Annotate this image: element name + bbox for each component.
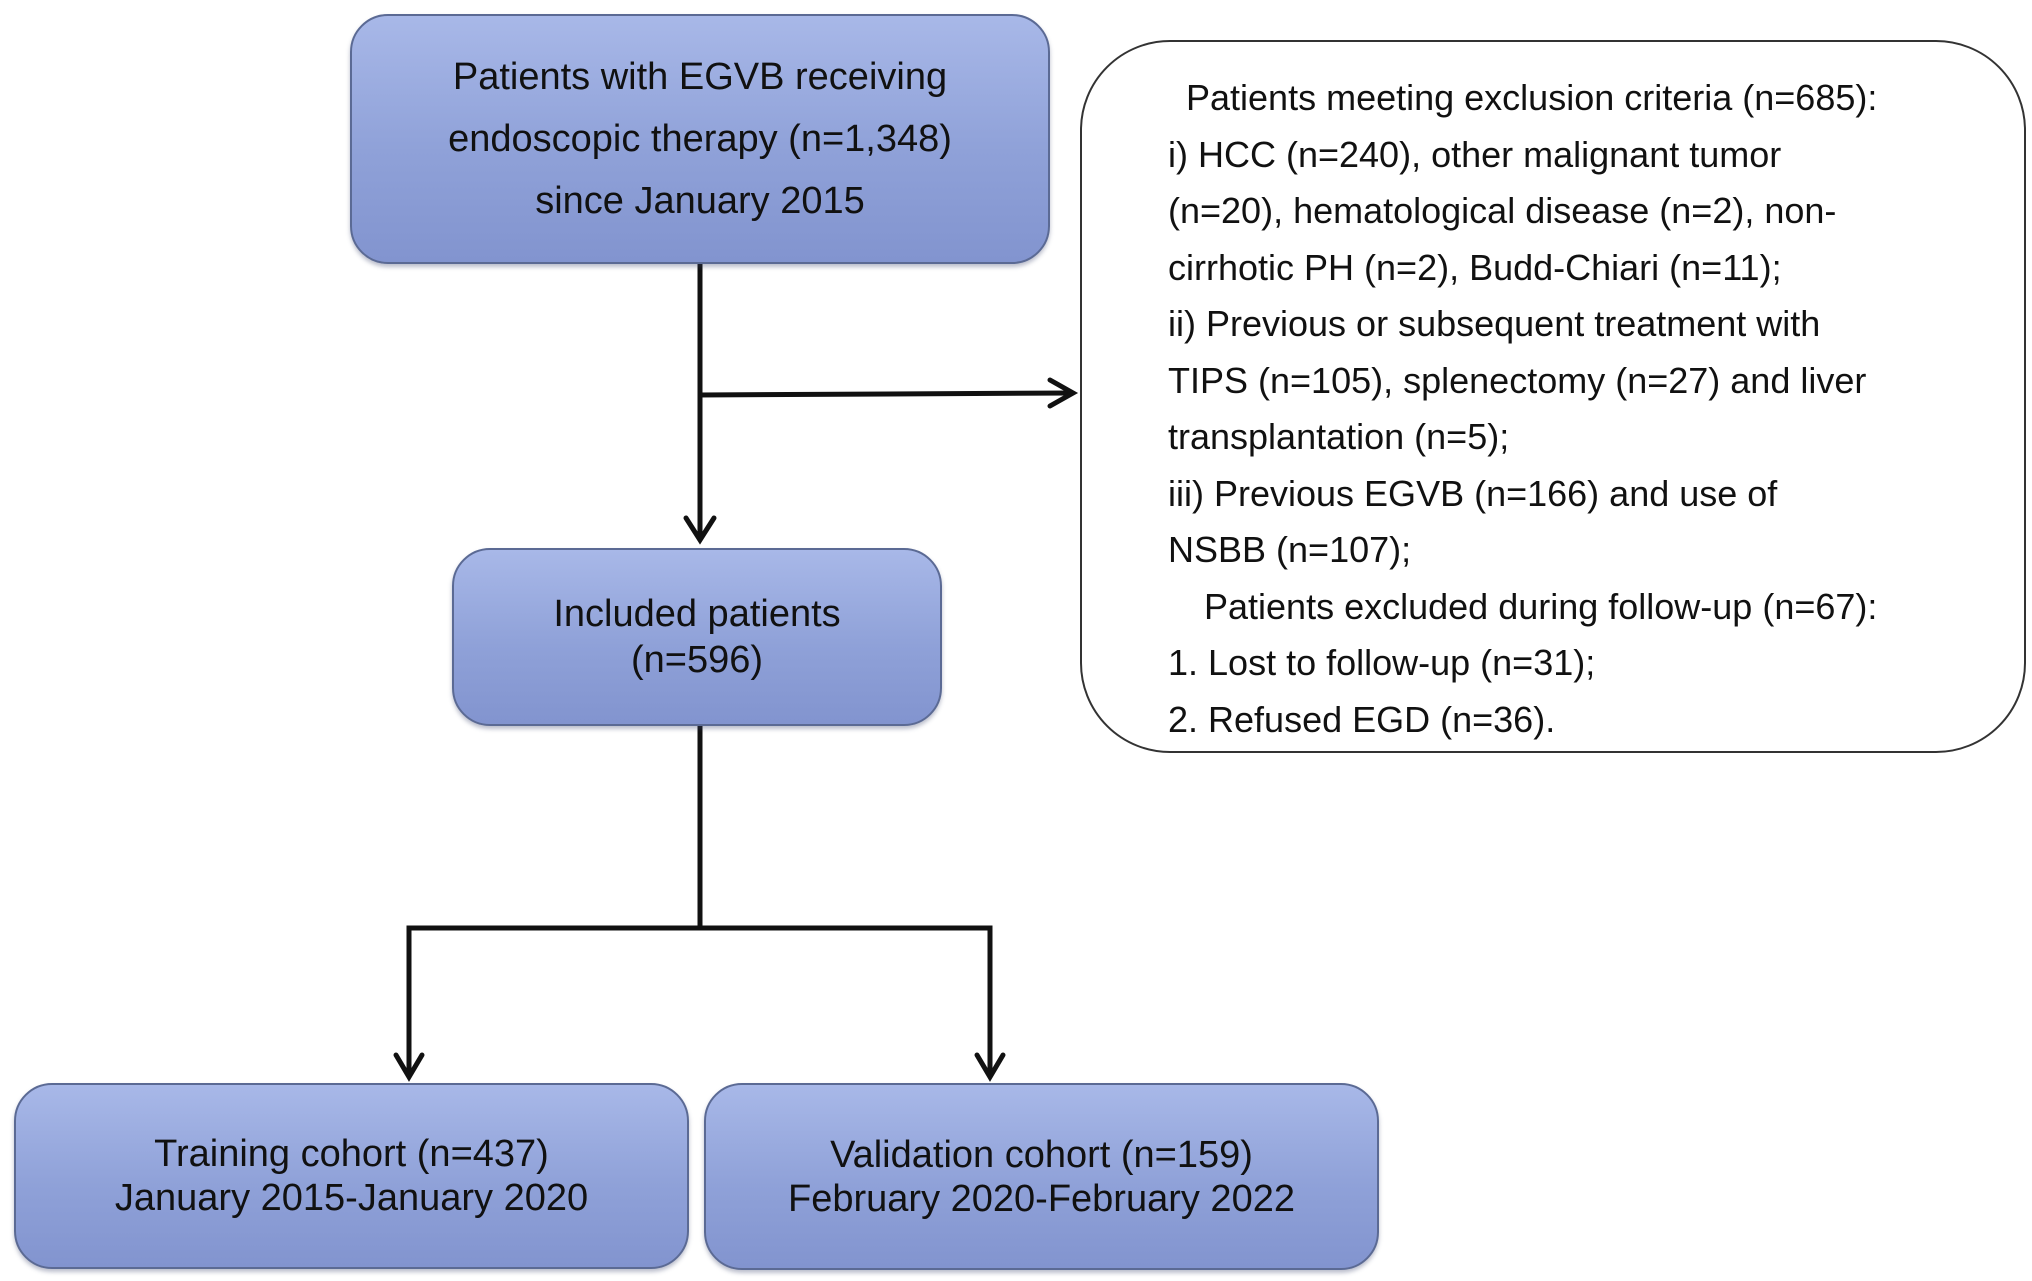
arrowhead-training — [393, 1052, 425, 1082]
top-box-line-3: since January 2015 — [535, 180, 865, 222]
validation-box-line-1: Validation cohort (n=159) — [830, 1133, 1253, 1176]
exclusion-line-2: i) HCC (n=240), other malignant tumor — [1168, 133, 1782, 175]
exclusion-line-3: (n=20), hematological disease (n=2), non… — [1168, 190, 1837, 231]
exclusion-line-5: ii) Previous or subsequent treatment wit… — [1168, 303, 1821, 344]
included-box-line-2: (n=596) — [630, 639, 764, 681]
top-box-line-2: endoscopic therapy (n=1,348) — [448, 118, 952, 160]
exclusion-line-8: iii) Previous EGVB (n=166) and use of — [1168, 472, 1778, 514]
exclusion-line-4: cirrhotic PH (n=2), Budd-Chiari (n=11); — [1168, 246, 1782, 288]
arrowhead-validation — [974, 1052, 1006, 1082]
exclusion-line-7: transplantation (n=5); — [1168, 416, 1510, 457]
arrowhead-included — [683, 515, 717, 545]
exclusion-line-11: 1. Lost to follow-up (n=31); — [1168, 642, 1596, 683]
validation-box-line-2: February 2020-February 2022 — [788, 1177, 1295, 1220]
box-patients-egvb: Patients with EGVB receiving endoscopic … — [350, 14, 1050, 264]
exclusion-line-10: Patients excluded during follow-up (n=67… — [1204, 585, 1878, 627]
arrow-to-exclusion — [697, 390, 1073, 398]
included-box-line-1: Included patients — [553, 593, 841, 635]
training-box-line-1: Training cohort (n=437) — [154, 1133, 549, 1175]
box-included-patients: Included patients (n=596) — [452, 548, 942, 726]
box-validation-cohort: Validation cohort (n=159) February 2020-… — [704, 1083, 1379, 1270]
box-exclusion-criteria: Patients meeting exclusion criteria (n=6… — [1080, 40, 2026, 753]
exclusion-line-12: 2. Refused EGD (n=36). — [1168, 698, 1556, 740]
exclusion-line-9: NSBB (n=107); — [1168, 529, 1412, 570]
top-box-line-1: Patients with EGVB receiving — [452, 56, 948, 98]
exclusion-line-1: Patients meeting exclusion criteria (n=6… — [1186, 77, 1878, 118]
box-training-cohort: Training cohort (n=437) January 2015-Jan… — [14, 1083, 689, 1269]
training-box-line-2: January 2015-January 2020 — [114, 1177, 589, 1219]
arrowhead-exclusion — [1047, 377, 1079, 409]
exclusion-line-6: TIPS (n=105), splenectomy (n=27) and liv… — [1168, 359, 1867, 401]
